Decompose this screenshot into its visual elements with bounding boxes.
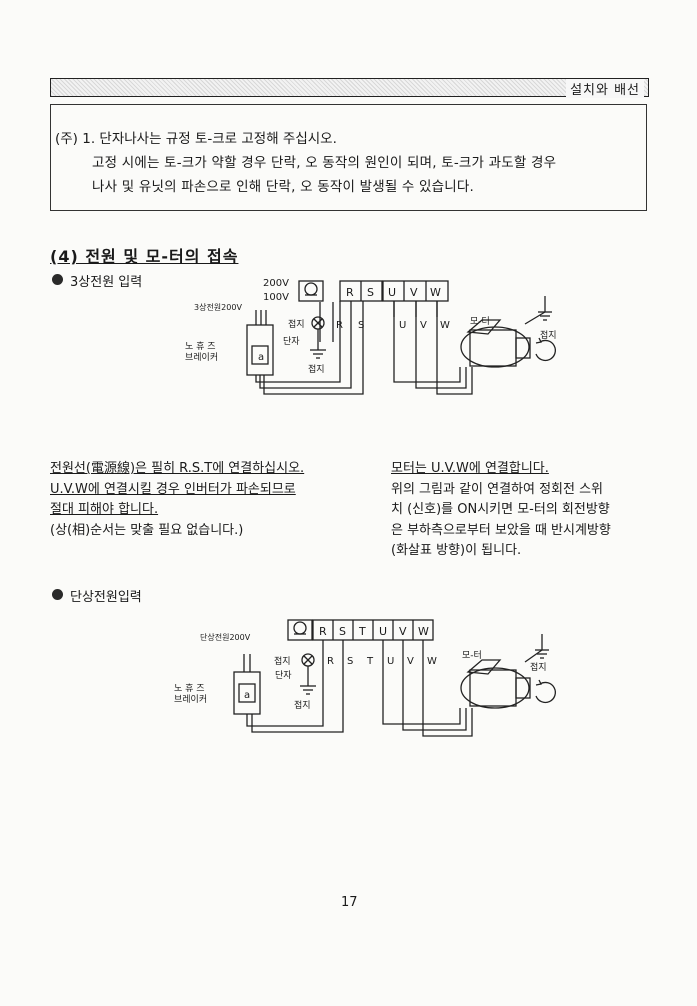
- motor-label-2: 모-터: [462, 650, 482, 661]
- left-line-1: 전원선(電源線)은 필히 R.S.T에 연결하십시오.: [50, 461, 305, 476]
- terminal-r: R: [346, 286, 354, 299]
- breaker-label-2a: 노 휴 즈: [174, 683, 205, 694]
- ground-bottom-label: 접지: [308, 363, 325, 375]
- note-line-3: 나사 및 유닛의 파손으로 인해 단락, 오 동작이 발생될 수 있습니다.: [92, 179, 475, 195]
- motor-label: 모-터: [470, 316, 490, 327]
- terminal-u: U: [388, 286, 396, 299]
- breaker-label-2b: 브레이커: [174, 694, 207, 705]
- voltage-100-label: 100V: [263, 292, 289, 303]
- terminal-s: S: [367, 286, 374, 299]
- right-line-1: 모터는 U.V.W에 연결합니다.: [391, 461, 549, 476]
- ground-bottom-label-2: 접지: [294, 699, 311, 711]
- left-line-4: (상(相)순서는 맞출 필요 없습니다.): [50, 522, 244, 538]
- right-line-4: 은 부하측으로부터 보았을 때 반시계방향: [391, 522, 611, 538]
- terminal-label: 단자: [283, 336, 300, 347]
- section-title: (4) 전원 및 모-터의 접속: [50, 247, 239, 266]
- motor-ground-label: 접지: [540, 329, 557, 341]
- wire-label-w: W: [440, 320, 450, 331]
- wire-label-v: V: [420, 320, 427, 331]
- page-number: 17: [341, 895, 358, 910]
- left-line-3: 절대 피해야 합니다.: [50, 502, 159, 517]
- wire-label-r: R: [336, 320, 343, 331]
- terminal-t-2: T: [358, 625, 366, 638]
- bullet-icon: [52, 274, 63, 285]
- source-label: 3상전원200V: [194, 302, 242, 312]
- left-text-block: 전원선(電源線)은 필히 R.S.T에 연결하십시오. U.V.W에 연결시킬 …: [50, 459, 304, 541]
- voltage-200-label: 200V: [263, 278, 289, 289]
- note-line-2: 고정 시에는 토-크가 약할 경우 단락, 오 동작의 원인이 되며, 토-크가…: [92, 155, 557, 171]
- wire2-label-s: S: [347, 656, 353, 667]
- right-line-3: 치 (신호)를 ON시키면 모-터의 회전방향: [391, 502, 610, 517]
- wire-label-s: S: [358, 320, 364, 331]
- terminal-label-2: 단자: [275, 670, 292, 681]
- breaker-letter: a: [258, 352, 264, 363]
- terminal-w: W: [430, 286, 441, 299]
- terminal-s-2: S: [339, 625, 346, 638]
- right-line-2: 위의 그림과 같이 연결하여 정회전 스위: [391, 481, 604, 497]
- ground-label: 접지: [288, 318, 305, 330]
- breaker-letter-2: a: [244, 690, 250, 701]
- right-text-block: 모터는 U.V.W에 연결합니다. 위의 그림과 같이 연결하여 정회전 스위 …: [391, 459, 611, 562]
- bullet-icon: [52, 589, 63, 600]
- breaker-label-1: 노 휴 즈: [185, 341, 216, 352]
- ground-label-2: 접지: [274, 655, 291, 667]
- wire2-label-r: R: [327, 656, 334, 667]
- three-phase-wiring-diagram: 200V 100V 3상전원200V 노 휴 즈 브레이커 a 접지 단자 접지…: [185, 278, 557, 395]
- terminal-r-2: R: [319, 625, 327, 638]
- wire2-label-v: V: [407, 656, 414, 667]
- note-box: (주) 1. 단자나사는 규정 토-크로 고정해 주십시오. 고정 시에는 토-…: [50, 104, 647, 211]
- three-phase-label: 3상전원 입력: [70, 275, 143, 290]
- single-phase-wiring-diagram: 단상전원200V 노 휴 즈 브레이커 a 접지 단자 접지 R S T U V…: [174, 619, 556, 737]
- wire-label-u: U: [399, 320, 406, 331]
- single-phase-label: 단상전원입력: [70, 590, 142, 605]
- wire2-label-t: T: [366, 656, 374, 667]
- terminal-u-2: U: [379, 625, 387, 638]
- header-bar: 설치와 배선: [50, 78, 649, 98]
- left-line-2: U.V.W에 연결시킬 경우 인버터가 파손되므로: [50, 481, 296, 497]
- header-title: 설치와 배선: [566, 79, 644, 98]
- terminal-w-2: W: [418, 625, 429, 638]
- motor-ground-label-2: 접지: [530, 661, 547, 673]
- terminal-v-2: V: [399, 625, 407, 638]
- breaker-label-2: 브레이커: [185, 352, 218, 363]
- terminal-v: V: [410, 286, 418, 299]
- ground-terminal-box: [298, 280, 324, 302]
- wire2-label-u: U: [387, 656, 394, 667]
- wire2-label-w: W: [427, 656, 437, 667]
- note-line-1: (주) 1. 단자나사는 규정 토-크로 고정해 주십시오.: [55, 131, 337, 147]
- source-label-2: 단상전원200V: [200, 632, 251, 642]
- right-line-5: (화살표 방향)이 됩니다.: [391, 543, 522, 558]
